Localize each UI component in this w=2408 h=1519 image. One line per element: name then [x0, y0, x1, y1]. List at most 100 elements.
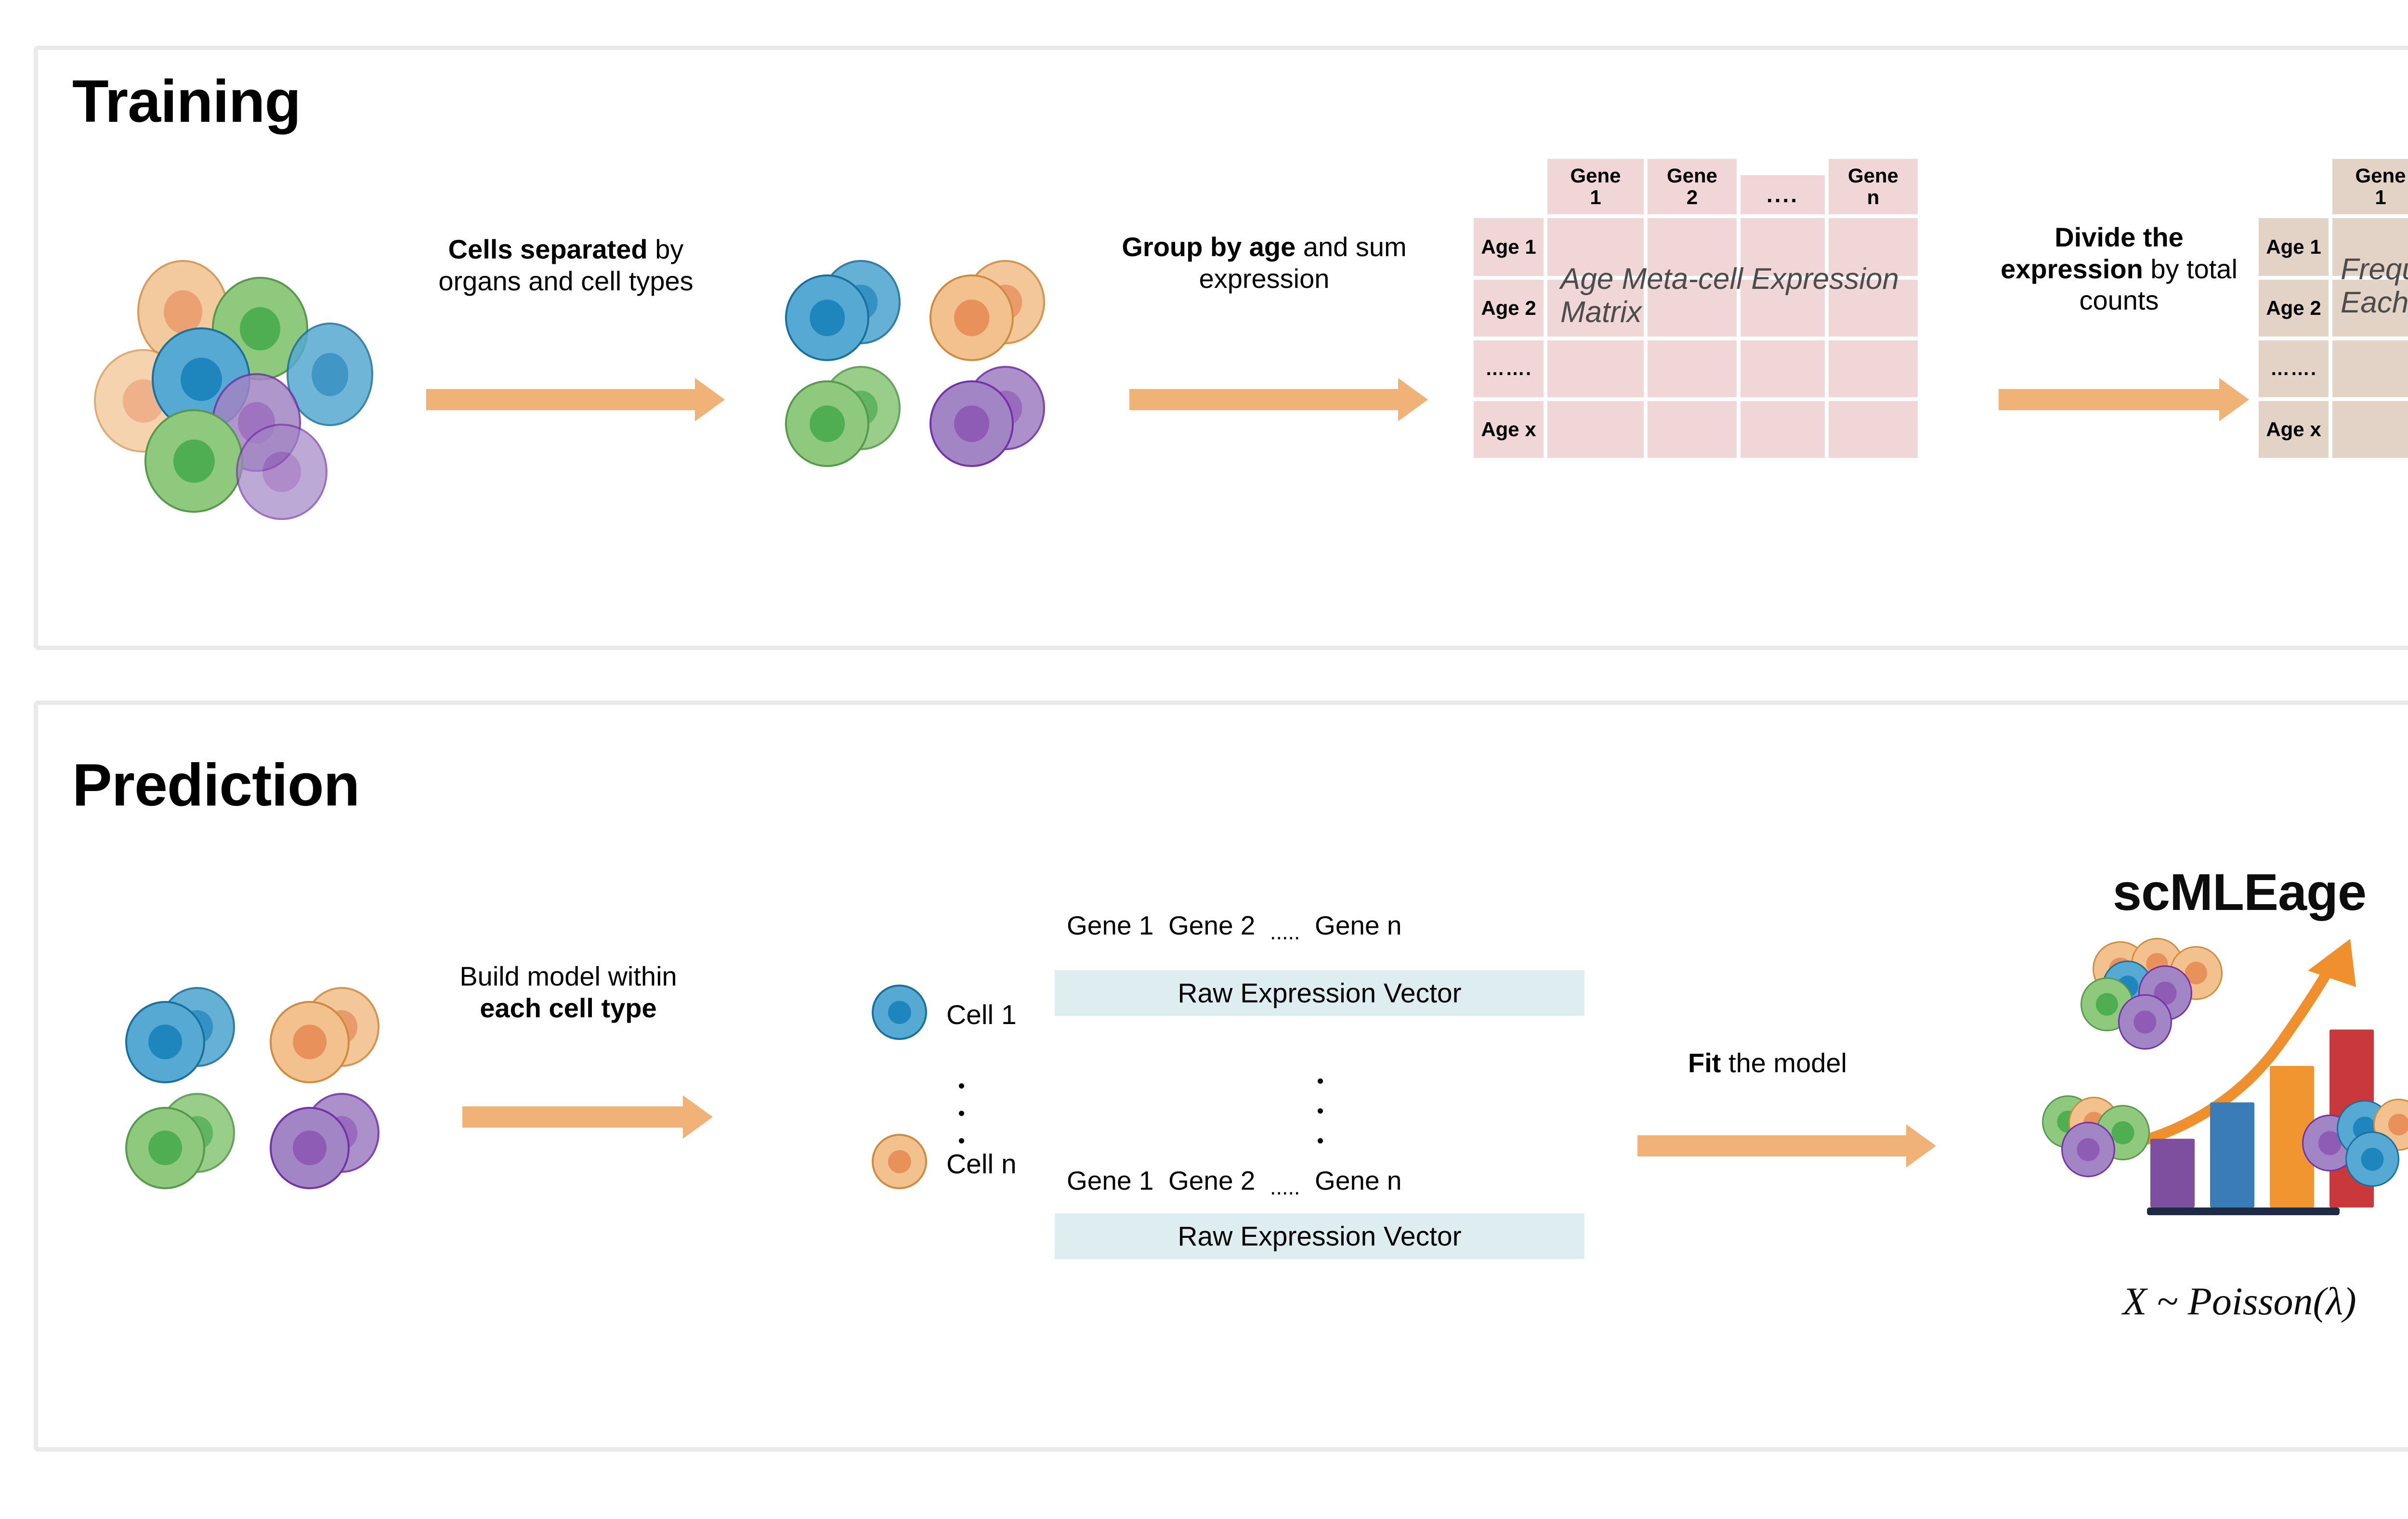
gene-header-row-2: Gene 1 Gene 2 ..... Gene n: [1067, 1166, 1402, 1199]
cell-nucleus: [293, 1130, 327, 1165]
cell-nucleus: [954, 299, 990, 336]
matrix-body-cell: [1741, 401, 1825, 458]
cell-shape: [929, 274, 1014, 361]
cell-nucleus: [164, 290, 202, 334]
training-panel: [34, 46, 2408, 650]
training-panel-title: Training: [72, 68, 301, 135]
vertical-ellipsis-vectors: [1317, 1078, 1323, 1143]
matrix-row-header: Age x: [1474, 401, 1544, 458]
logo-chart-graphic: [2090, 939, 2374, 1215]
cell-nucleus: [240, 307, 280, 351]
cell-1-icon: [872, 985, 929, 1042]
matrix-body-cell: [1648, 401, 1737, 458]
matrix-row-header: Age 2: [1474, 280, 1544, 337]
training-step-2-label: Group by age and sum expression: [1122, 232, 1407, 294]
matrix-row-header: Age 2: [2259, 280, 2329, 337]
logo-cell-shape: [2061, 1122, 2115, 1177]
cell-nucleus: [888, 1150, 911, 1173]
cell-shape: [287, 323, 373, 426]
scmleage-logo-graphic: [2013, 929, 2408, 1247]
logo-cell-shape: [2345, 1131, 2399, 1187]
logo-cell-nucleus: [2095, 993, 2119, 1016]
cell-1-label: Cell 1: [946, 1000, 1017, 1030]
raw-expression-vector-1: Raw Expression Vector: [1055, 970, 1584, 1016]
separated-cell-groups-icon: [785, 260, 1055, 530]
cell-nucleus: [888, 1000, 911, 1024]
logo-bar: [2210, 1102, 2254, 1207]
cell-shape: [125, 1000, 206, 1083]
matrix-body-cell: [2332, 401, 2408, 458]
matrix-body-cell: [2332, 340, 2408, 397]
prediction-cell-groups-icon: [125, 987, 385, 1237]
cell-nucleus: [809, 405, 845, 442]
cell-nucleus: [312, 352, 348, 396]
cell-n-label: Cell n: [946, 1149, 1017, 1180]
cell-nucleus: [180, 357, 222, 401]
prediction-step-2-label: Fit the model: [1688, 1048, 1847, 1078]
cell-nucleus: [148, 1025, 183, 1059]
matrix-column-header: Gene n: [1829, 159, 1918, 214]
prediction-step-1-label: Build model within each cell type: [459, 961, 677, 1023]
matrix-body-cell: [1648, 340, 1737, 397]
matrix-body-cell: [2332, 280, 2408, 337]
logo-cell-nucleus: [2361, 1147, 2384, 1171]
scmleage-logo-title: scMLEage: [2112, 863, 2367, 921]
logo-cell-nucleus: [2388, 1114, 2408, 1136]
cell-nucleus: [262, 452, 301, 492]
cell-shape: [872, 985, 927, 1040]
logo-bar: [2150, 1139, 2195, 1207]
cell-shape: [270, 1000, 350, 1083]
matrix-row-header: Age 1: [2259, 218, 2329, 276]
matrix-body-cell: [1741, 218, 1825, 276]
raw-expression-vector-2: Raw Expression Vector: [1055, 1213, 1584, 1259]
cell-nucleus: [954, 405, 990, 442]
cell-shape: [785, 274, 869, 361]
matrix-body-cell: [1829, 401, 1918, 458]
matrix-body-cell: [1829, 218, 1918, 276]
matrix-body-cell: [1547, 340, 1644, 397]
prediction-panel: [34, 701, 2408, 1452]
gene-header-row-1: Gene 1 Gene 2 ..... Gene n: [1067, 910, 1402, 944]
logo-cell-nucleus: [2111, 1121, 2134, 1144]
cell-shape: [144, 409, 243, 513]
logo-cell-nucleus: [2133, 1010, 2157, 1034]
cell-shape: [125, 1106, 206, 1189]
matrix-body-cell: [1829, 340, 1918, 397]
cell-nucleus: [293, 1025, 327, 1059]
poisson-formula: X ~ Poisson(λ): [2122, 1279, 2356, 1323]
cell-shape: [236, 424, 327, 520]
matrix-row-header: Age x: [2259, 401, 2329, 458]
matrix-row-header: …….: [2259, 340, 2329, 397]
matrix-row-header: Age 1: [1474, 218, 1544, 276]
training-step-1-label: Cells separated by organs and cell types: [438, 234, 694, 296]
training-step-3-label: Divide the expression by total counts: [2001, 222, 2238, 316]
cell-shape: [270, 1106, 350, 1189]
matrix-body-cell: [1741, 280, 1825, 337]
matrix-body-cell: [1648, 280, 1737, 337]
matrix-body-cell: [1741, 340, 1825, 397]
logo-cell-nucleus: [2077, 1138, 2100, 1161]
cell-nucleus: [148, 1130, 183, 1165]
cell-shape: [872, 1134, 927, 1189]
matrix-column-header: Gene 1: [2332, 159, 2408, 214]
matrix-body-cell: [2332, 218, 2408, 276]
matrix-column-header: Gene 2: [1648, 159, 1737, 214]
mixed-cell-cluster-icon: [67, 250, 373, 539]
matrix-row-header: …….: [1474, 340, 1544, 397]
matrix-column-header: Gene 1: [1547, 159, 1644, 214]
matrix-column-header: ....: [1741, 175, 1825, 214]
cell-nucleus: [809, 299, 845, 336]
matrix-body-cell: [1648, 218, 1737, 276]
cell-shape: [929, 380, 1014, 467]
matrix-body-cell: [1547, 401, 1644, 458]
cell-n-icon: [872, 1134, 929, 1192]
matrix-body-cell: [1829, 280, 1918, 337]
prediction-panel-title: Prediction: [72, 752, 360, 818]
vertical-ellipsis-cells: [958, 1083, 964, 1143]
cell-shape: [785, 380, 869, 467]
logo-bar: [2270, 1066, 2314, 1207]
matrix-body-cell: [1547, 218, 1644, 276]
matrix-body-cell: [1547, 280, 1644, 337]
